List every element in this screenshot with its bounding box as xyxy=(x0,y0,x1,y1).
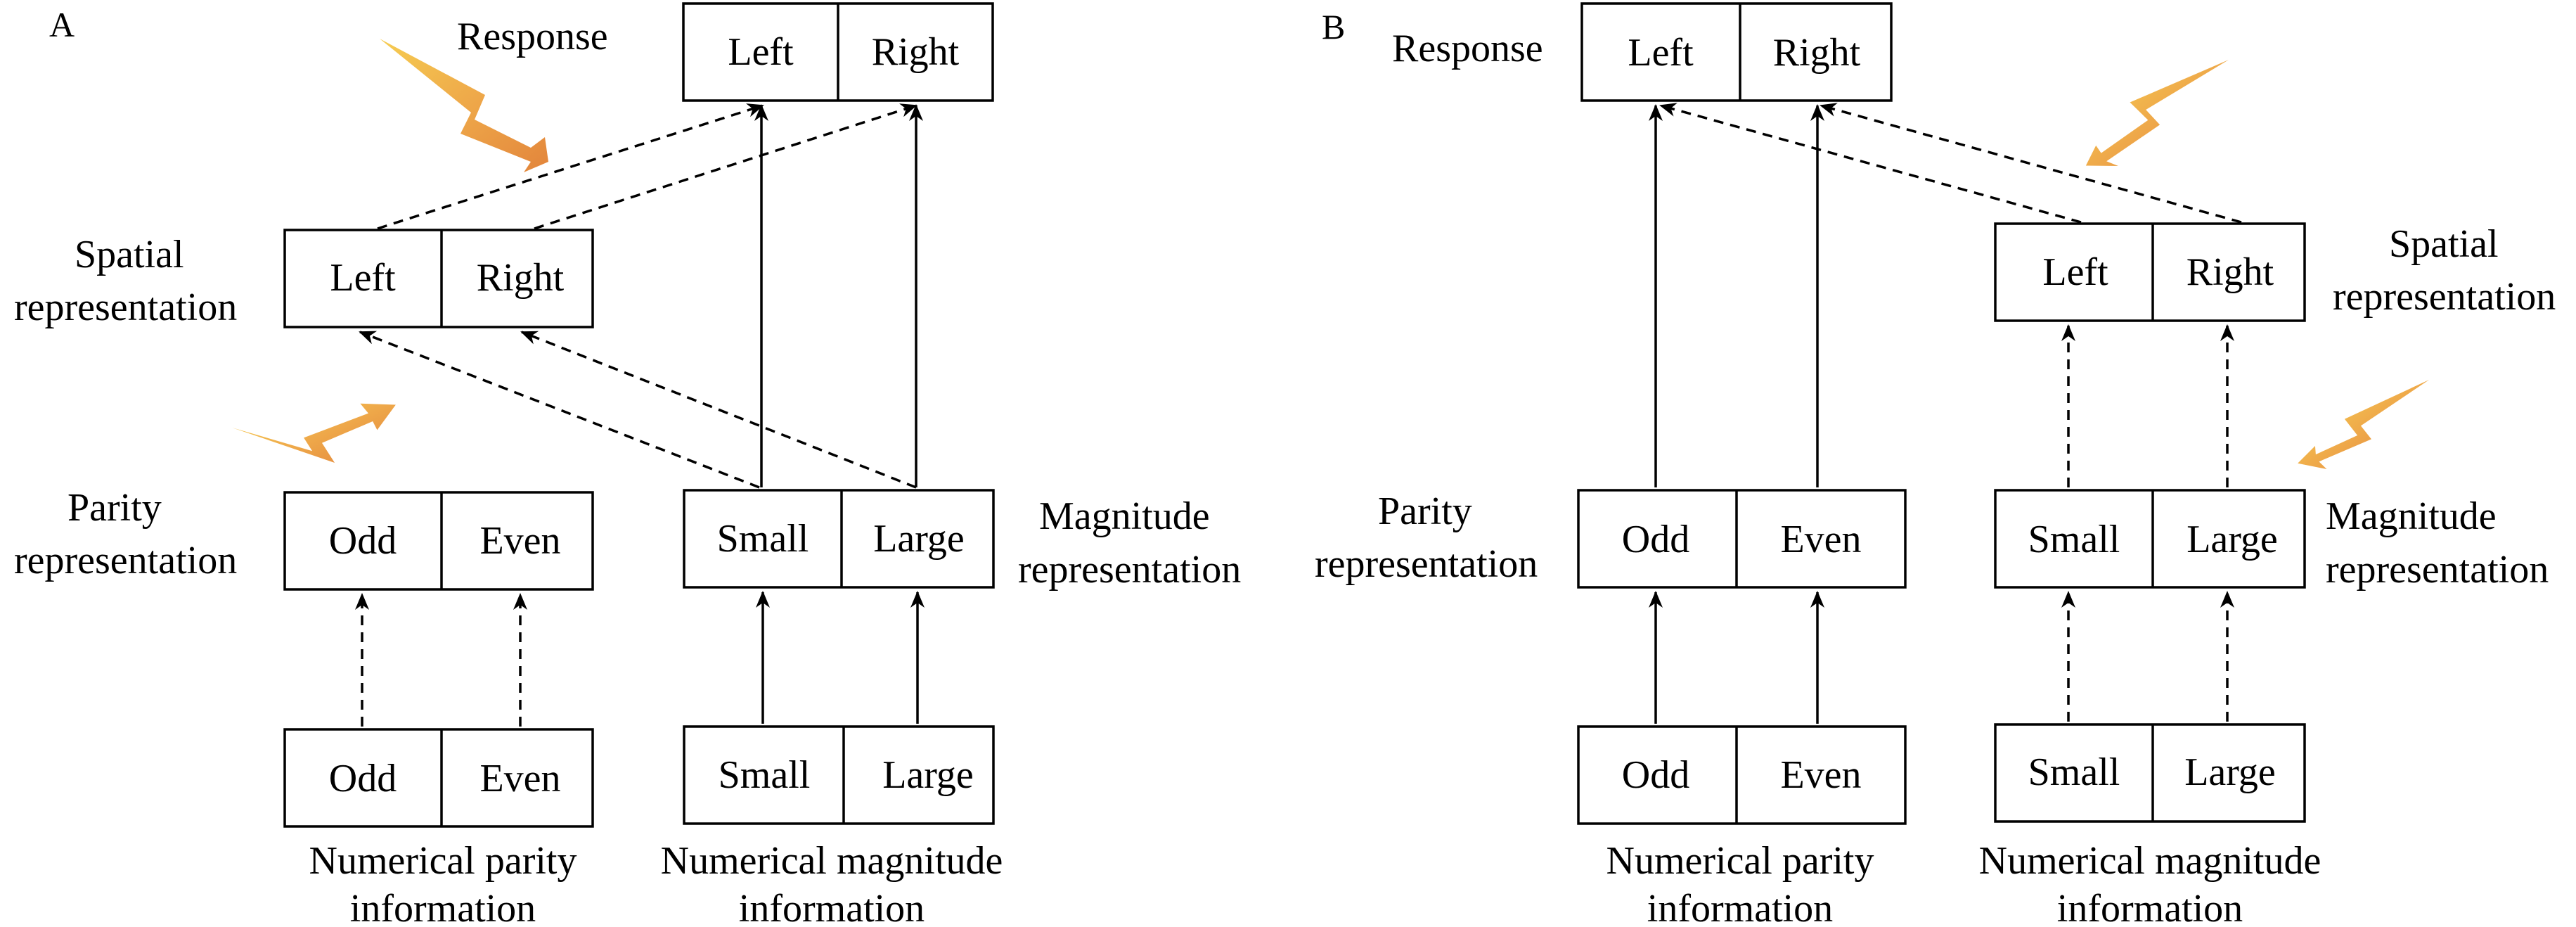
panel-a-parity-info-right: Even xyxy=(479,757,560,800)
panel-b-parity-info-label-2: information xyxy=(1647,887,1833,927)
panel-b-parity-rep-box: Odd Even xyxy=(1577,489,1907,589)
lightning-bolt-arrow-icon xyxy=(2298,380,2429,469)
panel-a-response-box: Left Right xyxy=(682,2,994,102)
panel-a-arrow-spatial-right-to-response xyxy=(534,103,917,230)
panel-b-magnitude-rep-box: Small Large xyxy=(1994,489,2306,589)
panel-a-parity-rep-right: Even xyxy=(479,519,560,563)
panel-b-spatial-right: Right xyxy=(2187,250,2274,294)
panel-b-spatial-left: Left xyxy=(2042,250,2108,294)
panel-b-spatial-label-1: Spatial xyxy=(2389,222,2499,266)
panel-a-magnitude-info-left: Small xyxy=(719,753,811,797)
panel-a-parity-info-left: Odd xyxy=(329,757,397,800)
panel-a-parity-rep-box: Odd Even xyxy=(283,491,594,591)
panel-b-magnitude-info-right: Large xyxy=(2184,750,2276,794)
panel-b-magnitude-rep-label-2: representation xyxy=(2326,548,2549,592)
panel-b-spatial-box: Left Right xyxy=(1994,222,2306,322)
panel-a-spatial-label-2: representation xyxy=(14,286,237,329)
panel-a-magnitude-rep-right: Large xyxy=(873,517,965,561)
panel-a-spatial-label-1: Spatial xyxy=(75,233,184,276)
panel-a-spatial-box: Left Right xyxy=(283,229,594,328)
panel-a-magnitude-rep-label-2: representation xyxy=(1018,548,1241,592)
panel-b-parity-info-left: Odd xyxy=(1622,753,1689,797)
panel-b-response-left: Left xyxy=(1628,31,1694,75)
lightning-bolt-arrow-icon xyxy=(380,39,548,172)
panel-a-magnitude-info-right: Large xyxy=(882,753,974,797)
panel-b-magnitude-rep-left: Small xyxy=(2028,518,2120,561)
panel-a-parity-info-box: Odd Even xyxy=(283,728,594,828)
lightning-bolt-arrow-icon xyxy=(232,403,396,464)
panel-b-response-label: Response xyxy=(1392,27,1543,70)
panel-b-parity-rep-label-2: representation xyxy=(1315,542,1538,586)
panel-a-magnitude-info-label-2: information xyxy=(739,887,925,927)
panel-b-parity-rep-label-1: Parity xyxy=(1378,490,1472,533)
panel-a-response-left: Left xyxy=(728,30,794,74)
panel-a-spatial-left: Left xyxy=(330,256,396,300)
panel-a-letter: A xyxy=(49,5,75,44)
panel-b: B Response Left Right Left Right Spatial… xyxy=(1315,2,2556,927)
panel-a-arrow-small-to-spatial xyxy=(359,331,760,489)
panel-b-letter: B xyxy=(1322,7,1345,46)
panel-a-parity-rep-label-2: representation xyxy=(14,539,237,582)
panel-b-parity-rep-right: Even xyxy=(1780,518,1861,561)
panel-a-magnitude-rep-left: Small xyxy=(717,517,809,561)
panel-a-response-right: Right xyxy=(872,30,960,74)
panel-b-parity-info-label-1: Numerical parity xyxy=(1606,839,1874,883)
panel-b-magnitude-info-label-1: Numerical magnitude xyxy=(1979,839,2321,883)
panel-a: A Response Left Right Spatial representa… xyxy=(14,2,1241,927)
panel-b-response-right: Right xyxy=(1773,31,1861,75)
panel-a-magnitude-rep-label-1: Magnitude xyxy=(1039,494,1210,538)
panel-b-magnitude-info-box: Small Large xyxy=(1994,723,2306,823)
panel-b-arrow-spatial-right-to-response xyxy=(1820,103,2242,224)
lightning-bolt-arrow-icon xyxy=(2085,60,2229,166)
panel-a-arrow-spatial-left-to-response xyxy=(377,103,764,230)
panel-b-response-box: Left Right xyxy=(1580,2,1893,102)
panel-a-spatial-right: Right xyxy=(477,256,565,300)
panel-a-parity-info-label-1: Numerical parity xyxy=(309,839,577,883)
panel-b-parity-rep-left: Odd xyxy=(1622,518,1689,561)
panel-b-magnitude-rep-label-1: Magnitude xyxy=(2326,494,2497,538)
panel-a-arrow-large-to-spatial xyxy=(520,331,917,489)
panel-b-parity-info-box: Odd Even xyxy=(1577,725,1907,825)
panel-a-response-label: Response xyxy=(457,15,608,58)
panel-a-parity-rep-label-1: Parity xyxy=(67,486,162,530)
panel-a-magnitude-rep-box: Small Large xyxy=(683,489,995,589)
panel-b-arrow-spatial-left-to-response xyxy=(1659,103,2082,224)
panel-a-parity-rep-left: Odd xyxy=(329,519,397,563)
panel-b-magnitude-info-label-2: information xyxy=(2057,887,2243,927)
panel-b-parity-info-right: Even xyxy=(1780,753,1861,797)
panel-b-spatial-label-2: representation xyxy=(2333,275,2556,319)
panel-a-magnitude-info-box: Small Large xyxy=(683,725,995,825)
panel-b-magnitude-rep-right: Large xyxy=(2187,518,2278,561)
panel-a-parity-info-label-2: information xyxy=(350,887,536,927)
panel-a-magnitude-info-label-1: Numerical magnitude xyxy=(661,839,1003,883)
panel-b-magnitude-info-left: Small xyxy=(2028,750,2120,794)
